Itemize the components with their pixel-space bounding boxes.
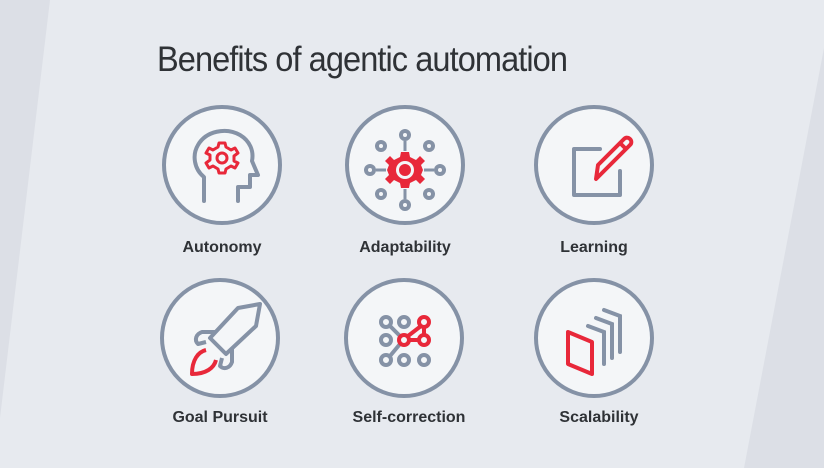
icon-circle bbox=[344, 278, 464, 398]
head-gear-icon bbox=[192, 128, 260, 203]
rocket-icon bbox=[190, 302, 262, 376]
stacked-layers-icon bbox=[566, 308, 622, 376]
icon-circle bbox=[534, 105, 654, 225]
benefit-label: Adaptability bbox=[359, 239, 451, 256]
benefit-label: Goal Pursuit bbox=[172, 409, 268, 426]
pencil-square-icon bbox=[572, 135, 634, 197]
benefit-label: Self-correction bbox=[352, 409, 466, 426]
benefit-label: Autonomy bbox=[182, 239, 262, 256]
dot-grid-path-icon bbox=[379, 315, 431, 367]
icon-circle bbox=[160, 278, 280, 398]
icon-circle bbox=[162, 105, 282, 225]
benefit-label: Scalability bbox=[559, 409, 639, 426]
icon-circle bbox=[534, 278, 654, 398]
benefit-label: Learning bbox=[560, 239, 628, 256]
gear-network-icon bbox=[364, 129, 446, 211]
icon-circle bbox=[345, 105, 465, 225]
